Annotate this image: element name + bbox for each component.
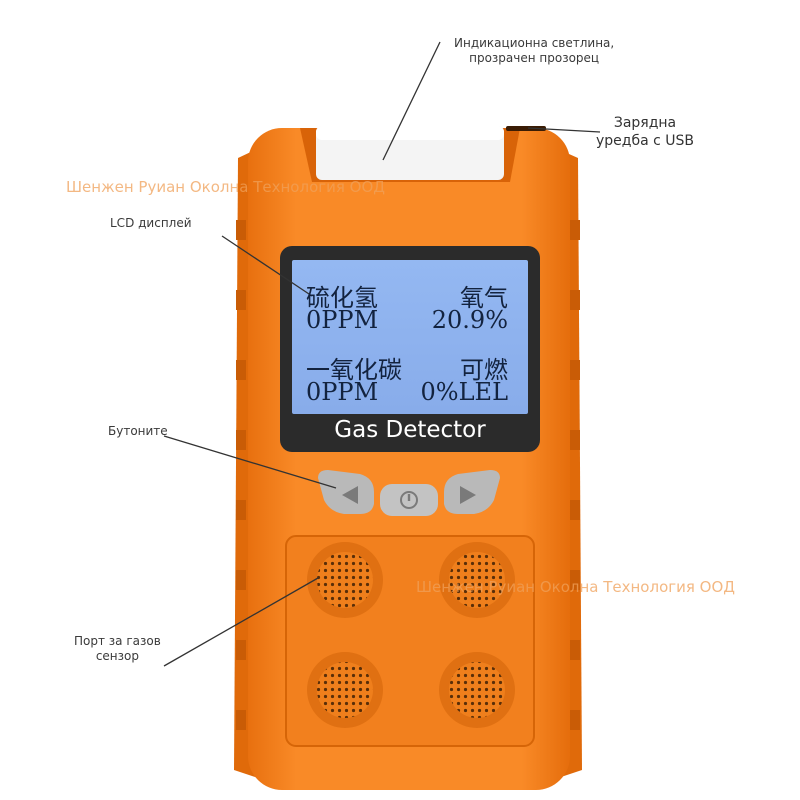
lcd-row3-left: 一氧化碳	[306, 356, 402, 384]
lcd-row2-left: 0PPM	[306, 306, 379, 334]
usb-annotation-line2: уредба с USB	[596, 133, 695, 149]
sensor-port-3	[307, 652, 383, 728]
power-icon	[400, 491, 418, 509]
watermark-top: Шенжен Руиан Околна Технология ООД	[66, 178, 385, 196]
lcd-row1-right: 氧气	[460, 284, 508, 312]
sensor-port-2	[439, 542, 515, 618]
button-power[interactable]	[380, 484, 438, 516]
indicator-annotation-line1: Индикационна светлина,	[454, 36, 615, 50]
device-brand-label: Gas Detector	[334, 417, 486, 443]
lcd-row2-right: 20.9%	[431, 306, 508, 334]
usb-port	[506, 126, 546, 131]
buttons-annotation: Бутоните	[108, 424, 168, 438]
lcd-annotation: LCD дисплей	[110, 216, 192, 230]
lcd-row4-left: 0PPM	[306, 378, 379, 406]
indicator-annotation-line2: прозрачен прозорец	[469, 51, 600, 65]
lcd-row1-left: 硫化氢	[306, 284, 378, 312]
right-arrow-icon	[460, 486, 476, 504]
button-left[interactable]	[318, 470, 374, 514]
lcd-screen	[292, 260, 528, 414]
indicator-window	[300, 126, 520, 182]
indicator-annotation: Индикационна светлина, прозрачен прозоре…	[454, 36, 614, 66]
sensor-annotation: Порт за газов сензор	[74, 634, 161, 664]
watermark-middle: Шенжен Руиан Околна Технология ООД	[416, 578, 735, 596]
left-arrow-icon	[342, 486, 358, 504]
usb-annotation-line1: Зарядна	[613, 115, 677, 131]
sensor-annotation-line1: Порт за газов	[74, 634, 161, 648]
sensor-port-1	[307, 542, 383, 618]
sensor-annotation-line2: сензор	[95, 649, 139, 663]
usb-annotation: Зарядна уредба с USB	[596, 114, 694, 150]
lcd-row3-right: 可燃	[460, 356, 508, 384]
leader-lines	[163, 41, 601, 667]
button-right[interactable]	[444, 470, 500, 514]
sensor-port-4	[439, 652, 515, 728]
lcd-row4-right: 0%LEL	[420, 378, 508, 406]
